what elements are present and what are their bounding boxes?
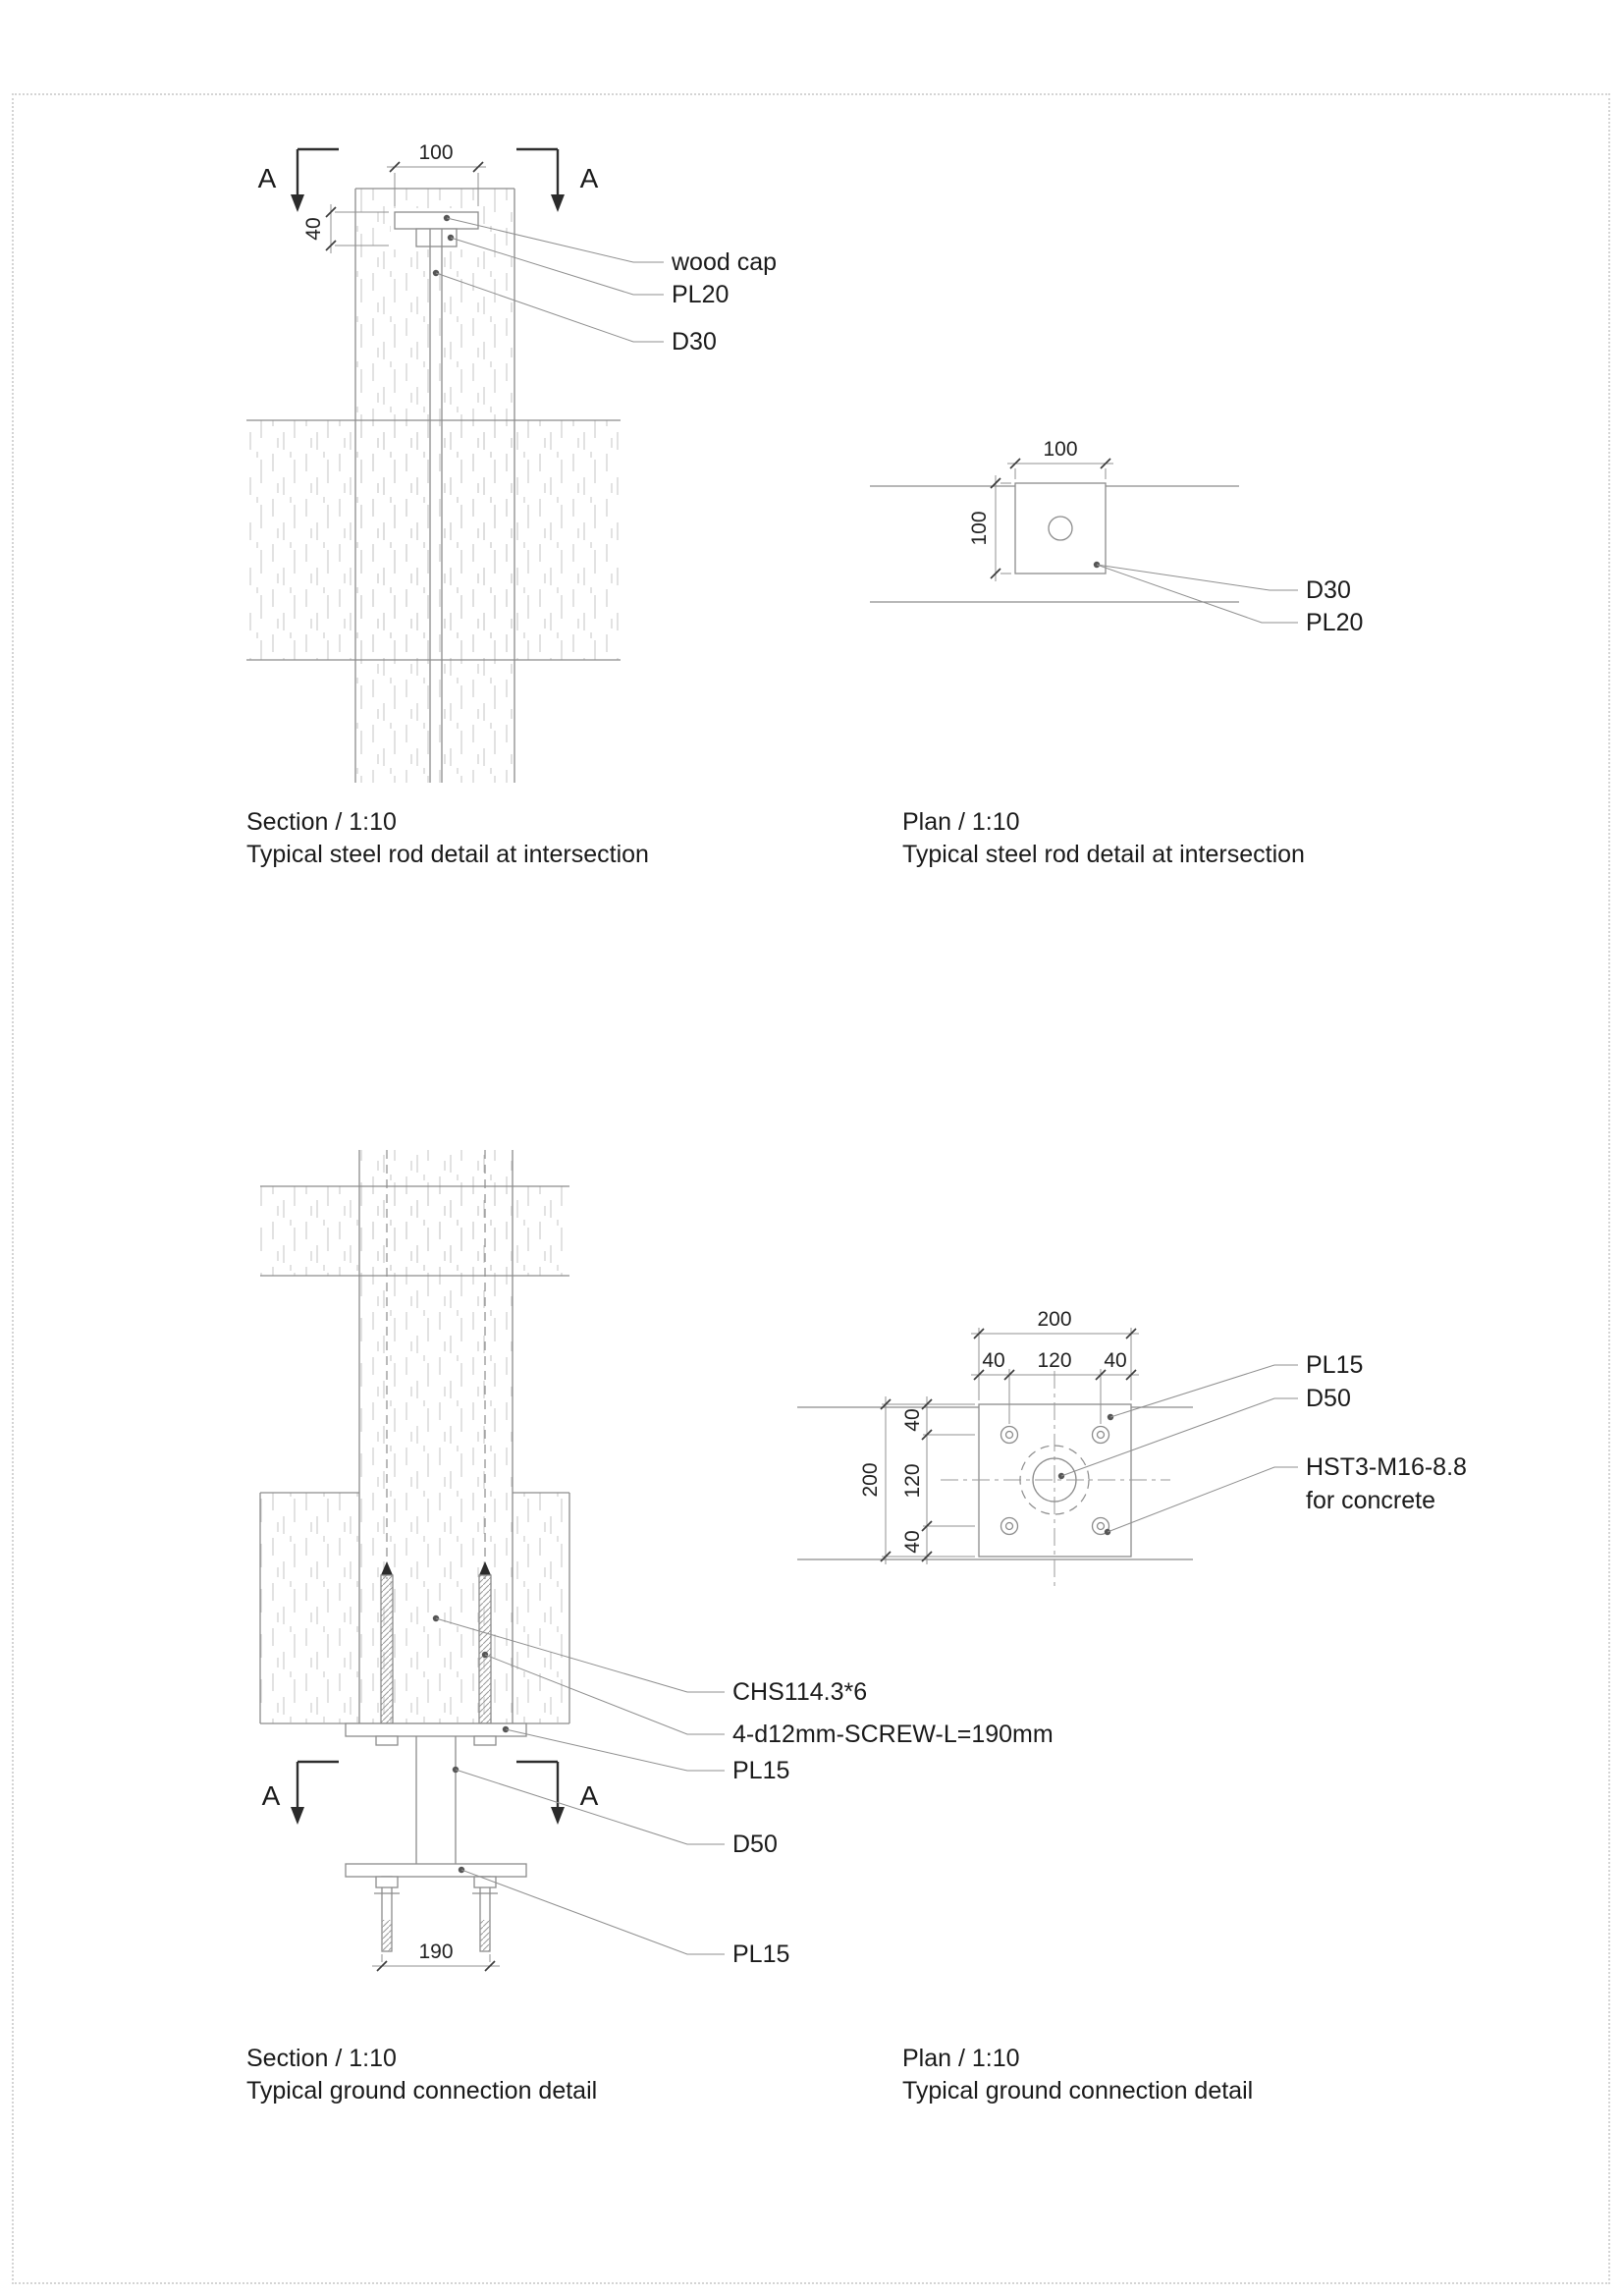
pipe-d50: [415, 1736, 457, 1864]
dims-left: 200 40 120 40: [859, 1396, 975, 1564]
leader-wood-cap: wood cap: [443, 214, 777, 276]
steel-rod: [429, 246, 443, 783]
section-marker-left: A: [258, 147, 339, 212]
section-letter: A: [258, 163, 277, 193]
dims-top: 200 40 120 40: [971, 1308, 1139, 1424]
dim-text-40: 40: [901, 1530, 924, 1553]
section-ground-drawing: 190 A A CHS114.3*6: [246, 1150, 1054, 2105]
leader-d50: D50: [452, 1766, 778, 1858]
label-pl15-top: PL15: [732, 1757, 789, 1784]
label-screw: 4-d12mm-SCREW-L=190mm: [732, 1721, 1054, 1748]
leader-screw: 4-d12mm-SCREW-L=190mm: [481, 1651, 1054, 1748]
sheet-border: [12, 93, 1610, 2284]
dim-text-40: 40: [982, 1349, 1004, 1372]
label-d50: D50: [732, 1831, 778, 1858]
dim-text-200: 200: [1037, 1308, 1071, 1331]
anchor-right: [472, 1876, 498, 1952]
leader-d30: D30: [432, 269, 717, 355]
leader-pl15-top: PL15: [502, 1725, 789, 1784]
leader-pl20: PL20: [1096, 564, 1363, 636]
leader-chs: CHS114.3*6: [432, 1614, 867, 1706]
anchor-bolts: [1000, 1425, 1110, 1536]
dim-text-40: 40: [302, 217, 325, 240]
label-anchor-type: HST3-M16-8.8: [1306, 1453, 1467, 1481]
dim-text-120: 120: [1037, 1349, 1071, 1372]
caption-subtitle: Typical steel rod detail at intersection: [902, 841, 1305, 868]
dim-100-top: 100: [387, 141, 486, 206]
label-d30: D30: [672, 328, 717, 355]
dim-text-100: 100: [418, 141, 453, 164]
caption-title: Section / 1:10: [246, 2045, 397, 2072]
leader-d30: D30: [1093, 561, 1351, 604]
label-chs: CHS114.3*6: [732, 1678, 867, 1706]
section-letter: A: [580, 163, 599, 193]
wood-cap-assembly: [391, 208, 482, 249]
caption-subtitle: Typical ground connection detail: [246, 2077, 597, 2105]
pl20-plate: [415, 228, 458, 247]
leader-d50: D50: [1057, 1385, 1351, 1480]
pipe-d50-plan: [1032, 1457, 1077, 1503]
caption-subtitle: Typical steel rod detail at intersection: [246, 841, 649, 868]
section-marker-right: A: [516, 1760, 599, 1825]
leader-pl20: PL20: [447, 234, 729, 308]
section-letter: A: [580, 1780, 599, 1811]
pl15-bottom-plate: [345, 1863, 527, 1878]
chs-dashed-circle: [1019, 1445, 1090, 1515]
label-pl15-bottom: PL15: [732, 1941, 789, 1968]
dim-40-left: 40: [302, 204, 389, 253]
screw-head-right: [473, 1735, 497, 1746]
section-marker-left: A: [262, 1760, 339, 1825]
label-pl20: PL20: [1306, 609, 1363, 636]
caption-title: Section / 1:10: [246, 808, 397, 836]
caption-title: Plan / 1:10: [902, 808, 1020, 836]
label-pl20: PL20: [672, 281, 729, 308]
dim-text-190: 190: [418, 1941, 453, 1963]
screw-right: [478, 1561, 492, 1724]
wood-rail-lower: [259, 1492, 570, 1724]
label-pl15: PL15: [1306, 1351, 1363, 1379]
wood-rail-upper: [260, 1185, 569, 1277]
section-marker-right: A: [516, 147, 599, 212]
center-lines: [941, 1371, 1170, 1591]
anchor-left: [374, 1876, 400, 1952]
plan-ground-drawing: 200 40 120 40 200: [797, 1308, 1467, 2105]
caption-title: Plan / 1:10: [902, 2045, 1020, 2072]
dim-100-left: 100: [968, 475, 1011, 581]
section-letter: A: [262, 1780, 281, 1811]
screw-left: [380, 1561, 394, 1724]
label-wood-cap: wood cap: [671, 248, 777, 276]
dim-text-40: 40: [901, 1408, 924, 1431]
wood-rail: [246, 419, 621, 661]
rod-hole: [1048, 516, 1073, 541]
wood-cap-block: [394, 211, 479, 230]
dim-100-top: 100: [1007, 438, 1113, 479]
dim-text-100: 100: [1043, 438, 1077, 461]
screw-head-left: [375, 1735, 399, 1746]
dim-text-40: 40: [1104, 1349, 1126, 1372]
dim-text-100: 100: [968, 511, 991, 545]
leader-pl15: PL15: [1107, 1351, 1363, 1421]
section-intersection-drawing: 100 40 A A: [246, 141, 777, 868]
label-d50: D50: [1306, 1385, 1351, 1412]
leader-anchor: HST3-M16-8.8 for concrete: [1104, 1453, 1467, 1536]
caption-subtitle: Typical ground connection detail: [902, 2077, 1253, 2105]
plan-intersection-drawing: 100 100 D30 PL20 Plan / 1:10: [870, 438, 1363, 868]
dim-190: 190: [372, 1941, 500, 1972]
dim-text-120: 120: [901, 1463, 924, 1498]
leader-pl15-bottom: PL15: [458, 1866, 789, 1968]
dim-text-200: 200: [859, 1462, 882, 1497]
chs-tube-hidden: [386, 1150, 486, 1579]
post-plan-square: [1014, 482, 1107, 574]
label-anchor-note: for concrete: [1306, 1487, 1435, 1514]
pl15-top-plate: [345, 1722, 527, 1737]
label-d30: D30: [1306, 576, 1351, 604]
